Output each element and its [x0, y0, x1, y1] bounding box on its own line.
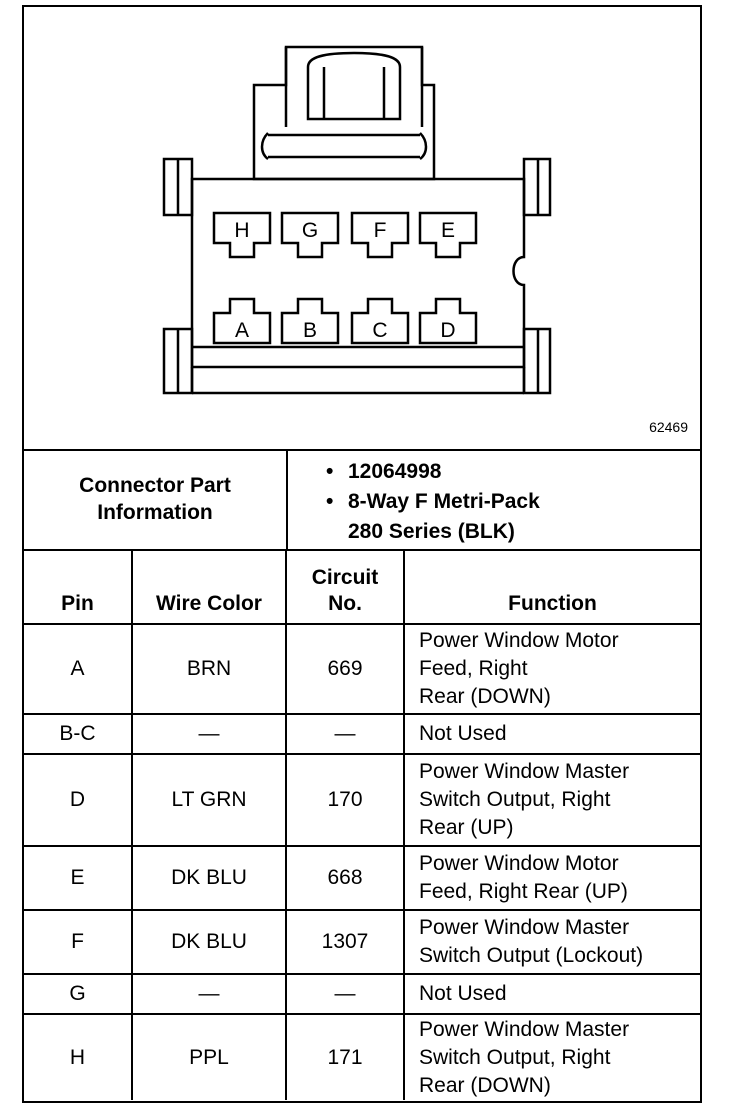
figure-id: 62469 [649, 419, 688, 435]
cell-pin: E [24, 845, 133, 911]
cavity-c: C [350, 297, 410, 345]
cell-pin: B-C [24, 713, 133, 755]
table-header-row: Pin Wire Color Circuit No. Function [24, 549, 700, 625]
connector-info-item: 12064998 [320, 457, 540, 487]
cell-function: Not Used [403, 973, 700, 1015]
cavity-layer: H G F E A B C D [212, 211, 478, 345]
cavity-b: B [280, 297, 340, 345]
cell-wire-color: DK BLU [131, 909, 287, 975]
cell-circuit: — [285, 713, 405, 755]
connector-part-info: Connector Part Information 12064998 8-Wa… [24, 449, 700, 551]
header-function: Function [403, 549, 700, 625]
cell-wire-color: PPL [131, 1013, 287, 1100]
table-row: G——Not Used [24, 973, 700, 1015]
cavity-f: F [350, 211, 410, 259]
cell-circuit: — [285, 973, 405, 1015]
connector-info-label: Connector Part Information [24, 449, 288, 549]
cell-function: Not Used [403, 713, 700, 755]
cavity-label: F [374, 219, 387, 242]
header-wire-color: Wire Color [131, 549, 287, 625]
cell-wire-color: — [131, 973, 287, 1015]
connector-info-item: 8-Way F Metri-Pack 280 Series (BLK) [320, 487, 540, 547]
connector-info-list: 12064998 8-Way F Metri-Pack 280 Series (… [320, 457, 540, 547]
cavity-g: G [280, 211, 340, 259]
cell-circuit: 171 [285, 1013, 405, 1100]
cell-wire-color: — [131, 713, 287, 755]
connector-drawing [162, 45, 552, 395]
cavity-e: E [418, 211, 478, 259]
cavity-label: B [303, 319, 317, 342]
header-pin: Pin [24, 549, 133, 625]
cavity-label: H [234, 219, 249, 242]
table-row: B-C——Not Used [24, 713, 700, 755]
cell-pin: H [24, 1013, 133, 1100]
cavity-d: D [418, 297, 478, 345]
cavity-label: G [302, 219, 318, 242]
cell-pin: D [24, 753, 133, 847]
cell-pin: A [24, 623, 133, 715]
cell-circuit: 170 [285, 753, 405, 847]
cavity-label: C [372, 319, 387, 342]
cell-wire-color: DK BLU [131, 845, 287, 911]
connector-info-label-line1: Connector Part [79, 474, 231, 497]
cell-pin: G [24, 973, 133, 1015]
cavity-label: E [441, 219, 455, 242]
cavity-a: A [212, 297, 272, 345]
connector-info-label-line2: Information [97, 501, 213, 524]
cavity-label: D [440, 319, 455, 342]
cavity-label: A [235, 319, 249, 342]
cell-wire-color: LT GRN [131, 753, 287, 847]
cell-circuit: 668 [285, 845, 405, 911]
cell-pin: F [24, 909, 133, 975]
cell-wire-color: BRN [131, 623, 287, 715]
cell-circuit: 1307 [285, 909, 405, 975]
cell-circuit: 669 [285, 623, 405, 715]
header-circuit: Circuit No. [285, 549, 405, 625]
cavity-h: H [212, 211, 272, 259]
connector-diagram: H G F E A B C D 62469 [24, 7, 700, 451]
